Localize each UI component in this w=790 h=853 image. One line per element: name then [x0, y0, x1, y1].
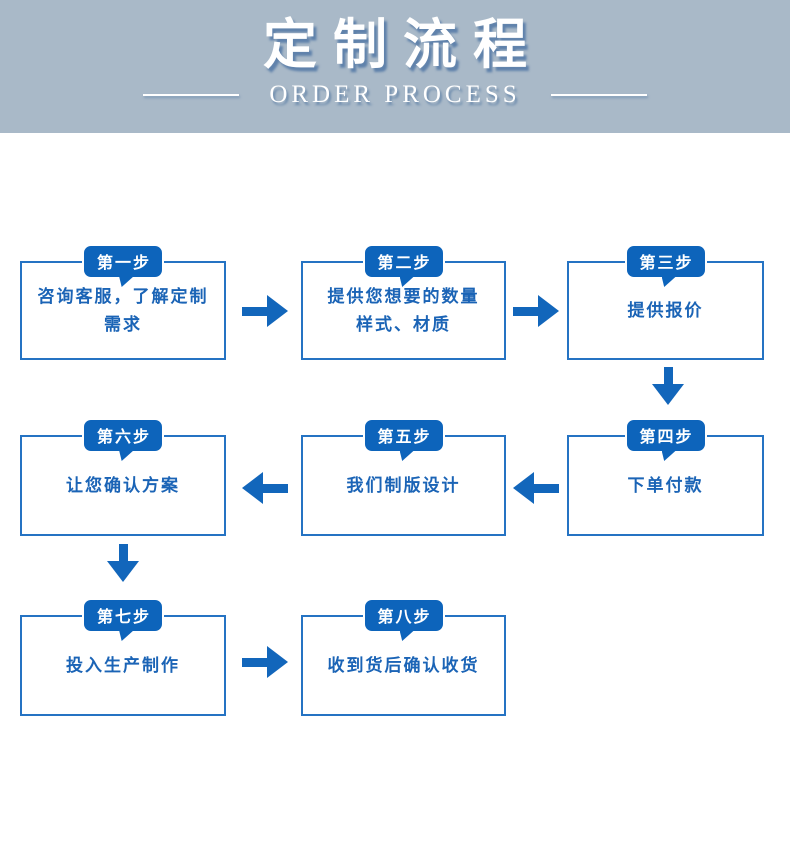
step-box-6: 第六步 让您确认方案 — [20, 418, 226, 536]
step-badge-5: 第五步 — [362, 418, 445, 453]
step-text-3: 提供报价 — [627, 300, 704, 320]
step-box-5: 第五步 我们制版设计 — [301, 418, 506, 536]
step-text-5: 我们制版设计 — [346, 475, 461, 495]
step-badge-6: 第六步 — [81, 418, 165, 453]
flow-arrow-down-icon — [652, 367, 684, 405]
step-badge-2: 第二步 — [362, 244, 445, 279]
step-box-2: 第二步 提供您想要的数量 样式、材质 — [301, 244, 506, 360]
step-badge-1: 第一步 — [81, 244, 165, 279]
step-box-3: 第三步 提供报价 — [567, 244, 764, 360]
step-box-4: 第四步 下单付款 — [567, 418, 764, 536]
step-text-2: 提供您想要的数量 样式、材质 — [327, 287, 480, 334]
flow-arrow-left-icon — [513, 472, 559, 504]
flow-arrow-down-icon — [107, 544, 139, 582]
step-text-7: 投入生产制作 — [66, 655, 180, 675]
step-text-4: 下单付款 — [627, 475, 704, 495]
flow-arrow-right-icon — [242, 295, 288, 327]
step-text-6: 让您确认方案 — [66, 475, 180, 495]
step-box-7: 第七步 投入生产制作 — [20, 598, 226, 716]
flow-arrow-right-icon — [513, 295, 559, 327]
step-badge-4: 第四步 — [624, 418, 707, 453]
page-title: 定制流程 — [263, 15, 543, 75]
header-banner: 定制流程 ORDER PROCESS — [0, 0, 790, 133]
decorative-line-right — [550, 93, 647, 96]
step-badge-3: 第三步 — [624, 244, 707, 279]
step-badge-7: 第七步 — [81, 598, 165, 633]
decorative-line-left — [143, 93, 240, 96]
step-text-1: 咨询客服，了解定制 需求 — [37, 287, 209, 334]
step-box-1: 第一步 咨询客服，了解定制 需求 — [20, 244, 226, 360]
step-badge-8: 第八步 — [362, 598, 445, 633]
flow-arrow-left-icon — [242, 472, 288, 504]
flow-arrow-right-icon — [242, 646, 288, 678]
step-box-8: 第八步 收到货后确认收货 — [301, 598, 506, 716]
subtitle-row: ORDER PROCESS — [0, 81, 790, 109]
step-text-8: 收到货后确认收货 — [327, 655, 480, 675]
page-subtitle: ORDER PROCESS — [269, 80, 521, 108]
